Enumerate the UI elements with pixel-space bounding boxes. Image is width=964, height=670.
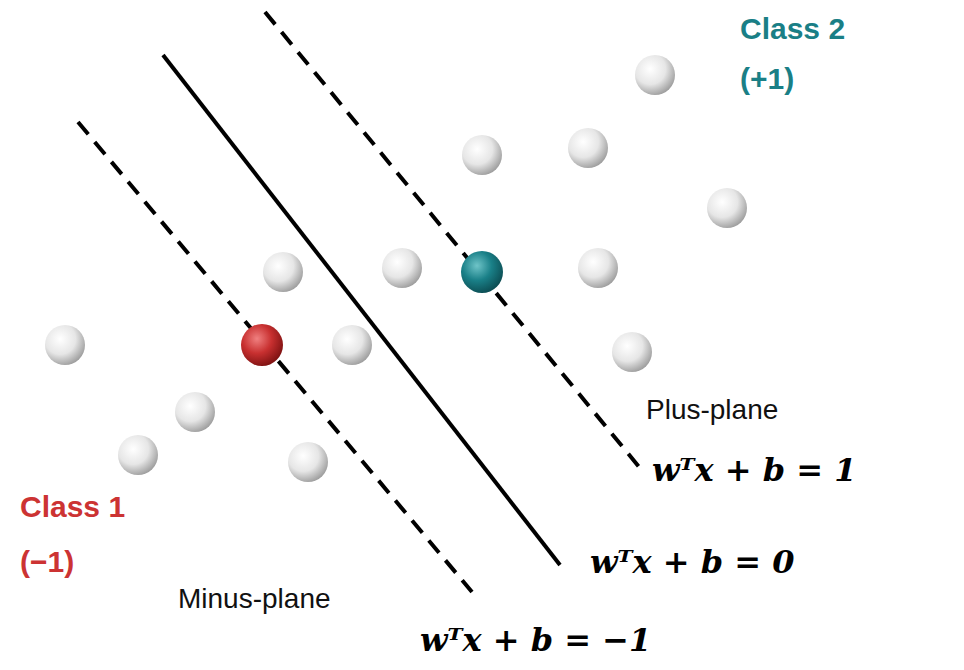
plane-equation: wᵀx + b = 0 (590, 544, 794, 581)
class-name: Class 1 (20, 490, 125, 525)
hyperplane-line (163, 55, 560, 565)
minus-plane-line (78, 122, 472, 592)
plus-plane-line (265, 12, 640, 468)
class-name: Class 2 (740, 12, 845, 47)
plane-equation: wᵀx + b = −1 (420, 622, 651, 659)
class-value: (−1) (20, 545, 74, 580)
support-vector-minus (241, 324, 283, 366)
plane-equation: wᵀx + b = 1 (652, 452, 856, 489)
data-points (45, 55, 747, 482)
plane-name: Plus-plane (646, 394, 778, 426)
class-value: (+1) (740, 62, 794, 97)
support-vector-plus (461, 251, 503, 293)
plane-name: Minus-plane (178, 583, 331, 615)
